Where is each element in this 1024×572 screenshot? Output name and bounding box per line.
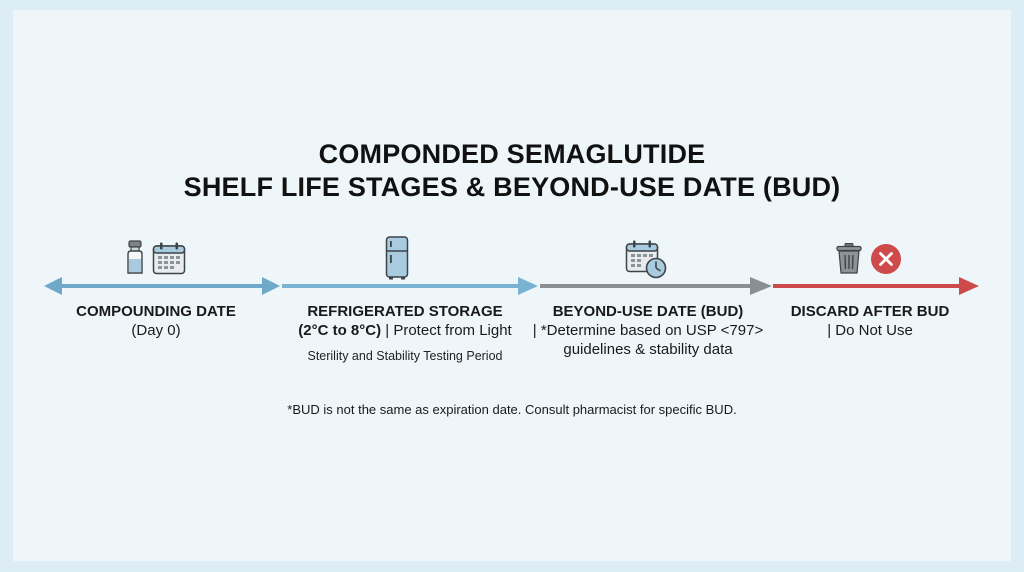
calendar-icon bbox=[152, 242, 186, 280]
stage-title: REFRIGERATED STORAGE bbox=[307, 303, 503, 320]
stage-subtitle: (Day 0) bbox=[131, 322, 181, 339]
timeline-segment-bud bbox=[540, 277, 772, 295]
stage-subtitle: (2°C to 8°C) | Protect from Light bbox=[280, 321, 530, 340]
timeline-segment-refrigerated bbox=[282, 277, 538, 295]
title-line-1: COMPONDED SEMAGLUTIDE bbox=[318, 139, 706, 169]
vial-icon bbox=[125, 240, 145, 280]
stage-subtitle-2: guidelines & stability data bbox=[563, 341, 733, 358]
trash-can-icon bbox=[836, 243, 862, 280]
stage-bud: BEYOND-USE DATE (BUD) | *Determine based… bbox=[528, 302, 768, 359]
timeline-segment-discard bbox=[773, 277, 979, 295]
stage-title: BEYOND-USE DATE (BUD) bbox=[552, 303, 744, 320]
stage-discard: DISCARD AFTER BUD | Do Not Use bbox=[770, 302, 970, 340]
temperature-range: (2°C to 8°C) bbox=[298, 322, 382, 339]
stage-refrigerated: REFRIGERATED STORAGE (2°C to 8°C) | Prot… bbox=[280, 302, 530, 364]
stage-note: Sterility and Stability Testing Period bbox=[307, 349, 503, 363]
refrigerator-icon bbox=[385, 236, 409, 285]
stage-subtitle: | *Determine based on USP <797> bbox=[532, 322, 764, 339]
footnote: *BUD is not the same as expiration date.… bbox=[287, 402, 737, 417]
storage-instruction: | Protect from Light bbox=[381, 322, 512, 339]
diagram-title: COMPONDED SEMAGLUTIDE SHELF LIFE STAGES … bbox=[0, 138, 1024, 204]
title-line-2: SHELF LIFE STAGES & BEYOND-USE DATE (BUD… bbox=[183, 172, 841, 202]
stage-title: COMPOUNDING DATE bbox=[76, 303, 236, 320]
stage-title: DISCARD AFTER BUD bbox=[790, 303, 950, 320]
timeline-segment-compounding bbox=[44, 277, 280, 295]
stage-compounding: COMPOUNDING DATE (Day 0) bbox=[56, 302, 256, 340]
calendar-clock-icon bbox=[625, 240, 667, 285]
stage-subtitle: | Do Not Use bbox=[827, 322, 913, 339]
x-circle-icon bbox=[870, 243, 902, 280]
